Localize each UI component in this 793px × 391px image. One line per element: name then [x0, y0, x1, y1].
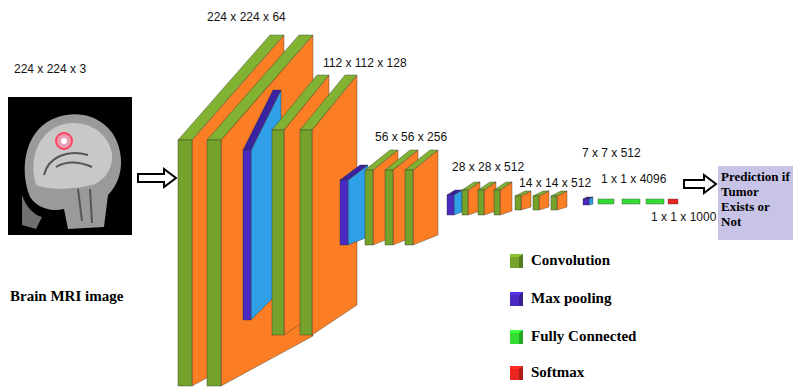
layer-top — [462, 182, 480, 190]
layer-top — [494, 182, 512, 190]
output-text: Prediction if Tumor Exists or Not — [718, 166, 793, 232]
layer-front — [178, 140, 192, 386]
pool-layer — [583, 197, 593, 205]
conv-layer — [533, 191, 549, 210]
layer-front — [207, 140, 221, 386]
dimension-label: 14 x 14 x 512 — [519, 176, 591, 190]
layer-front — [447, 195, 454, 215]
prediction-box: Prediction if Tumor Exists or Not — [718, 166, 793, 240]
layer-top — [478, 182, 496, 190]
conv-layer — [478, 182, 496, 215]
flow-arrow — [684, 175, 716, 193]
conv-layer — [405, 150, 438, 245]
layer-top — [300, 75, 357, 130]
dimension-label: 1 x 1 x 1000 — [651, 210, 716, 224]
layer-front — [551, 196, 557, 210]
conv-layer — [515, 191, 531, 210]
conv-layer — [494, 182, 512, 215]
dimension-label: 28 x 28 x 512 — [452, 160, 524, 174]
legend-item: Convolution — [510, 252, 610, 269]
layer-front — [533, 196, 539, 210]
fc-layer — [646, 199, 664, 204]
legend-text: Fully Connected — [531, 328, 636, 345]
fc-layer — [622, 199, 640, 204]
layer-top — [405, 150, 438, 170]
dimension-label: 112 x 112 x 128 — [323, 56, 407, 70]
legend-swatch — [510, 254, 523, 268]
layer-front — [583, 199, 589, 205]
dimension-label: 7 x 7 x 512 — [582, 146, 641, 160]
layer-front — [494, 190, 500, 215]
legend-swatch — [510, 292, 523, 306]
pool-layer — [447, 190, 462, 215]
flow-arrow — [138, 169, 176, 187]
legend-text: Convolution — [531, 252, 610, 269]
layer-front — [272, 130, 284, 335]
layer-front — [515, 196, 521, 210]
layer-top — [533, 191, 549, 196]
dimension-label: 224 x 224 x 64 — [207, 10, 286, 24]
layer-front — [385, 170, 393, 245]
layer-front — [300, 130, 312, 335]
fc-layer — [598, 199, 614, 204]
conv-layer — [462, 182, 480, 215]
dimension-label: 56 x 56 x 256 — [375, 130, 447, 144]
softmax-layer — [668, 199, 678, 204]
layer-top — [551, 191, 567, 196]
dimension-label: 1 x 1 x 4096 — [601, 172, 666, 186]
conv-layer — [551, 191, 567, 210]
dimension-label: 224 x 224 x 3 — [14, 62, 86, 76]
mri-image: Brain MRI image — [6, 97, 138, 305]
legend-text: Max pooling — [531, 290, 611, 307]
layer-front — [243, 150, 251, 320]
legend-item: Softmax — [510, 364, 584, 381]
legend-swatch — [510, 366, 523, 380]
legend-text: Softmax — [531, 364, 584, 381]
legend-swatch — [510, 330, 523, 344]
legend-item: Max pooling — [510, 290, 611, 307]
layer-front — [478, 190, 484, 215]
layer-top — [583, 197, 593, 199]
layer-front — [365, 170, 373, 245]
layer-front — [405, 170, 413, 245]
layer-top — [447, 190, 462, 195]
layer-top — [340, 165, 368, 180]
legend-item: Fully Connected — [510, 328, 636, 345]
pool-layer — [340, 165, 368, 245]
mri-illustration — [8, 97, 134, 237]
layer-front — [462, 190, 468, 215]
image-caption: Brain MRI image — [6, 287, 138, 305]
layer-front — [340, 180, 348, 245]
layer-top — [515, 191, 531, 196]
